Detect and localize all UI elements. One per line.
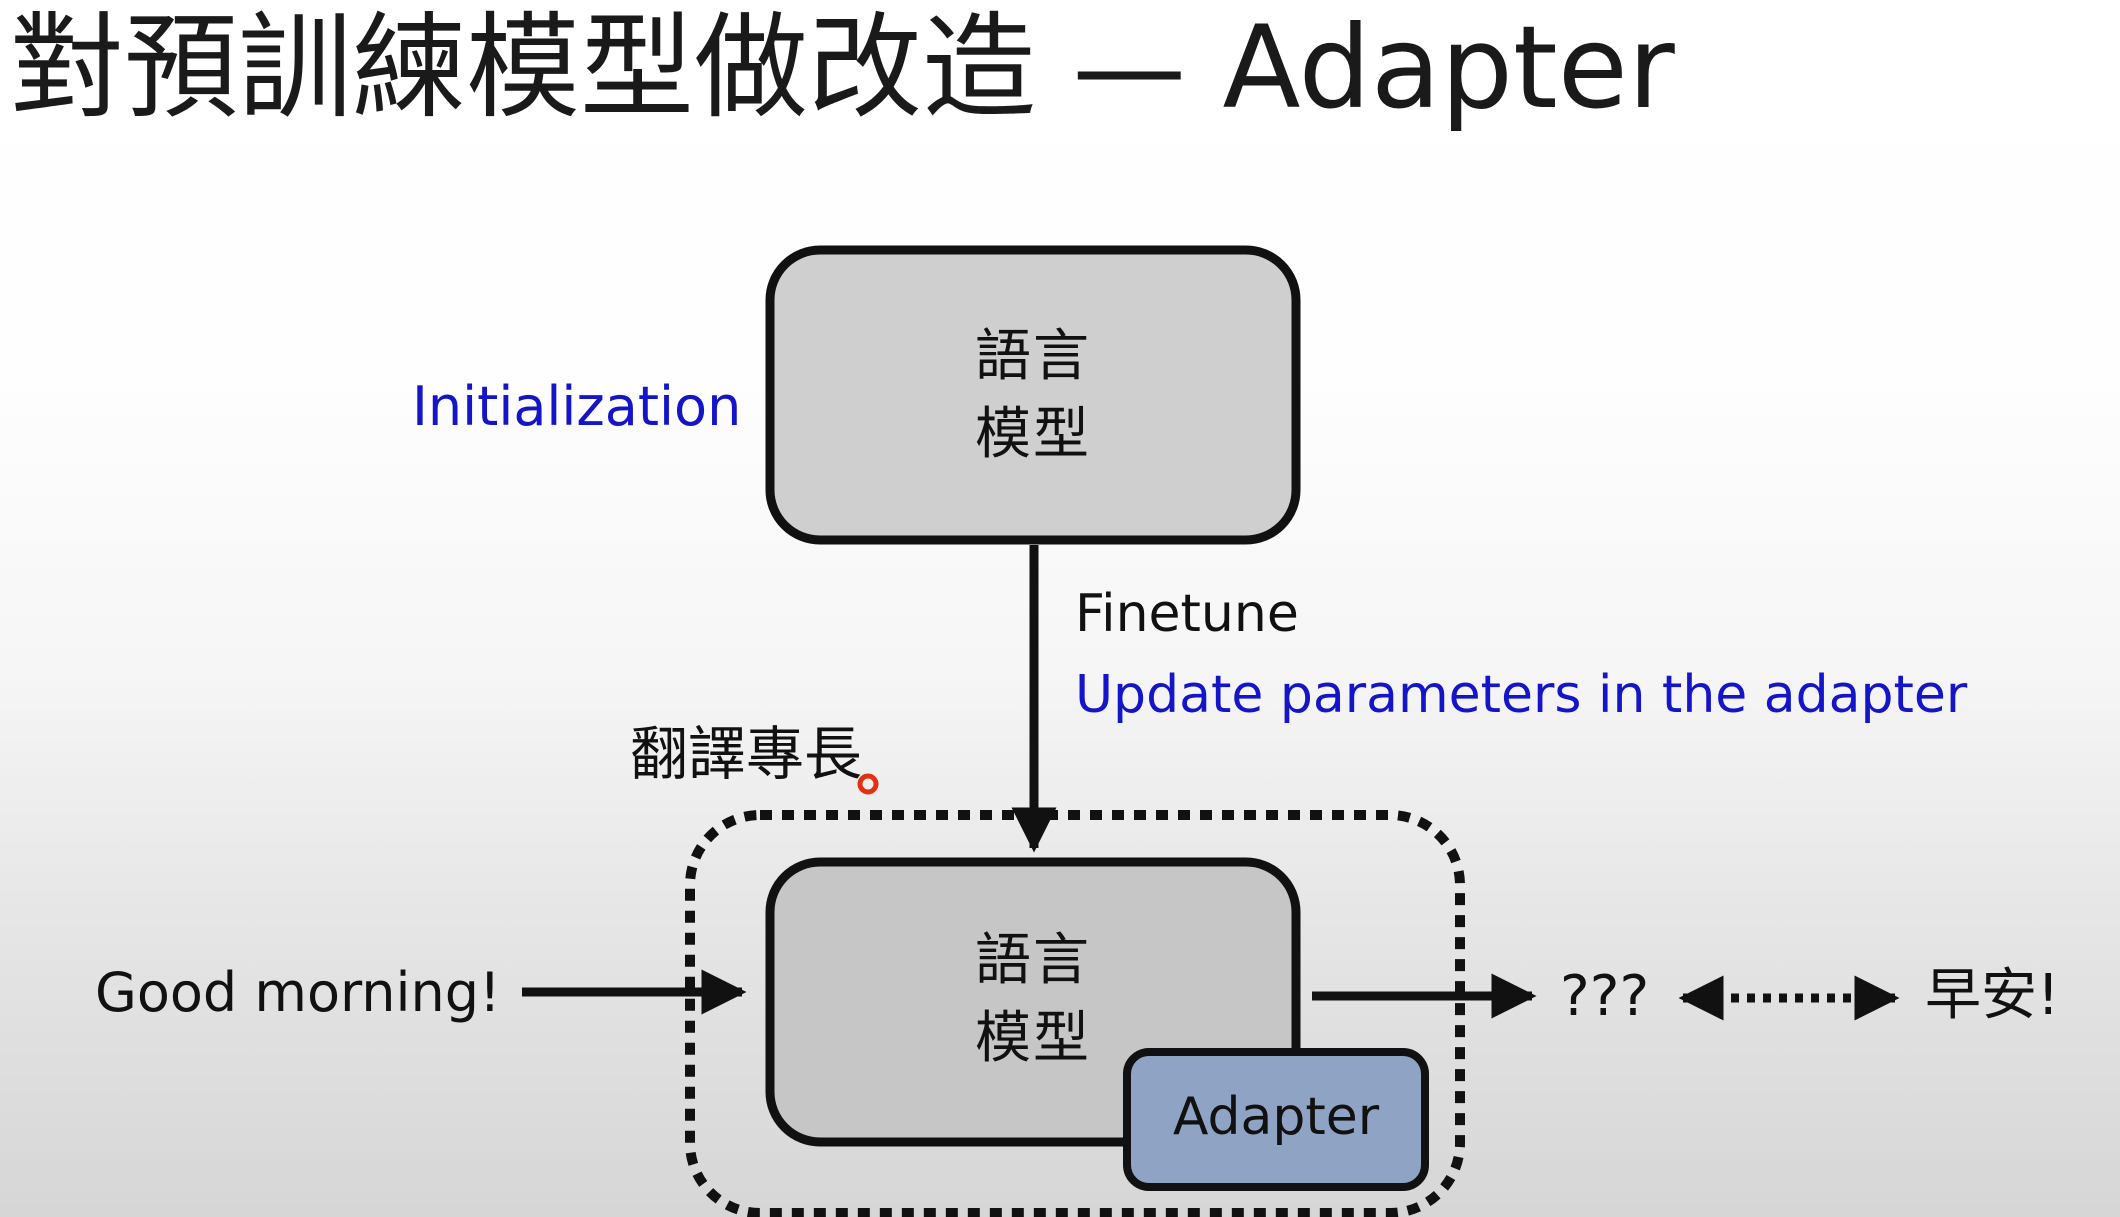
- input-text: Good morning!: [95, 961, 501, 1024]
- top-model-box-text: 語言 模型: [920, 318, 1146, 474]
- bottom-model-line-1: 語言: [975, 928, 1091, 993]
- output-text: ???: [1560, 964, 1650, 1029]
- top-model-line-1: 語言: [975, 324, 1091, 389]
- target-text: 早安!: [1925, 963, 2060, 1028]
- update-parameters-label: Update parameters in the adapter: [1075, 665, 1968, 725]
- pointer-dot: [857, 773, 879, 795]
- adapter-box: [1123, 1048, 1429, 1191]
- translation-skill-label: 翻譯專長: [630, 720, 863, 788]
- adapter-label: Adapter: [1172, 1087, 1380, 1147]
- initialization-label: Initialization: [412, 375, 742, 438]
- finetune-label: Finetune: [1075, 584, 1299, 644]
- bottom-model-line-2: 模型: [975, 1006, 1091, 1071]
- dotted-group-boundary: [685, 810, 1465, 1217]
- slide-title: 對預訓練模型做改造 — Adapter: [10, 1, 1675, 134]
- bottom-model-box-text: 語言 模型: [920, 922, 1146, 1078]
- top-model-line-2: 模型: [975, 402, 1091, 467]
- top-model-box: [765, 245, 1301, 545]
